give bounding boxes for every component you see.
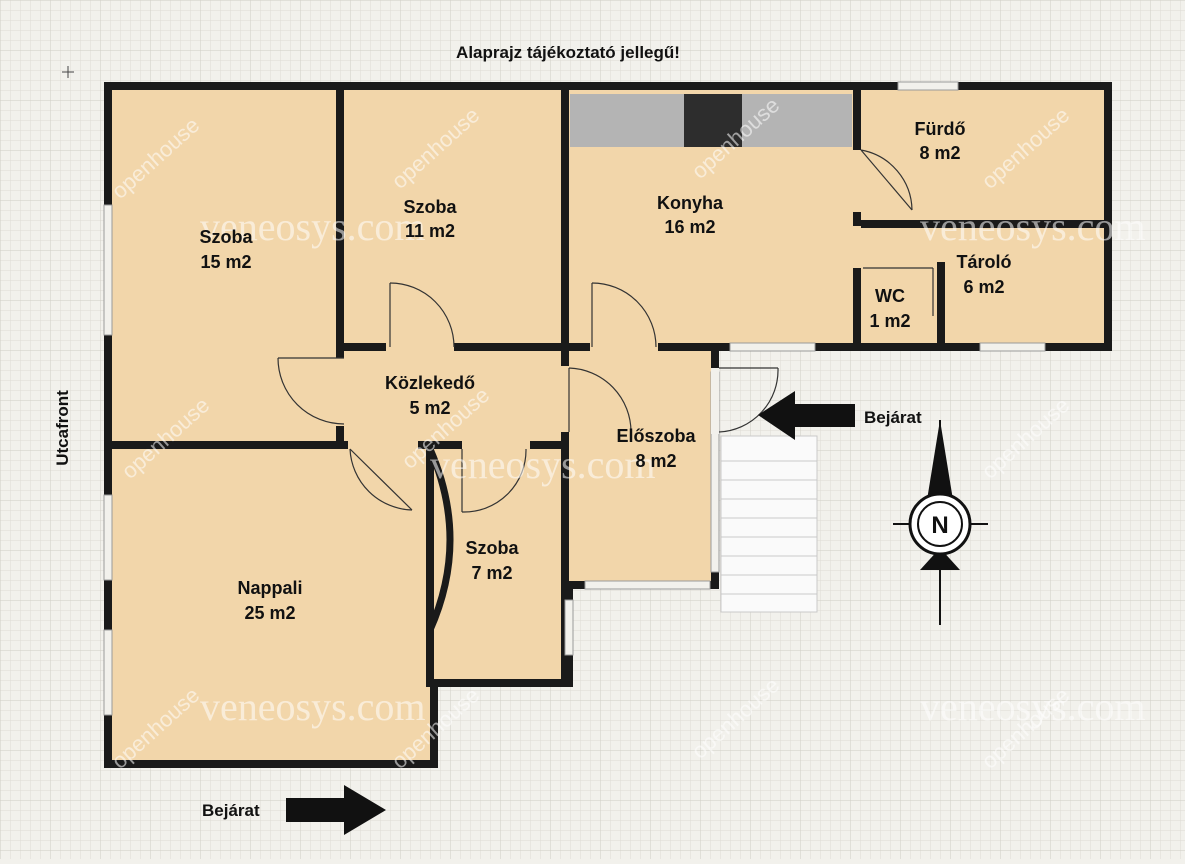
room-name-wc: WC — [875, 286, 905, 306]
watermark-brand-2: veneosys.com — [920, 204, 1146, 249]
floor-szoba-15 — [112, 90, 340, 445]
compass-north-letter: N — [931, 512, 948, 539]
front-entrance-label: Bejárat — [202, 801, 260, 820]
room-area-wc: 1 m2 — [869, 311, 910, 331]
room-name-tarolo: Tároló — [956, 252, 1011, 272]
room-labels: Szoba 15 m2 Szoba 11 m2 Konyha 16 m2 Für… — [199, 119, 1011, 623]
arrow-left-icon — [758, 391, 855, 440]
floor-nappali — [112, 445, 430, 760]
room-name-kozlekedo: Közlekedő — [385, 373, 475, 393]
room-name-nappali: Nappali — [237, 578, 302, 598]
room-name-szoba-7: Szoba — [465, 538, 519, 558]
plan-disclaimer: Alaprajz tájékoztató jellegű! — [456, 43, 680, 62]
room-area-furdo: 8 m2 — [919, 143, 960, 163]
room-area-szoba-15: 15 m2 — [200, 252, 251, 272]
floor-kozlekedo — [340, 347, 565, 445]
room-area-kozlekedo: 5 m2 — [409, 398, 450, 418]
side-entrance-label: Bejárat — [864, 408, 922, 427]
door-swings — [277, 149, 934, 513]
kitchen-stove — [684, 94, 742, 147]
crosshair-mark — [62, 66, 74, 78]
watermark-brand-4: veneosys.com — [200, 684, 426, 729]
room-name-konyha: Konyha — [657, 193, 724, 213]
floor-szoba-7 — [430, 445, 565, 683]
room-name-furdo: Fürdő — [915, 119, 966, 139]
room-area-konyha: 16 m2 — [664, 217, 715, 237]
floor-tarolo — [941, 224, 1105, 347]
street-front-label: Utcafront — [53, 390, 72, 466]
compass: N — [893, 420, 988, 625]
watermark-brand-3: veneosys.com — [430, 442, 656, 487]
arrow-right-icon — [286, 785, 386, 835]
room-name-szoba-11: Szoba — [403, 197, 457, 217]
wall-openings — [103, 81, 1046, 716]
room-area-nappali: 25 m2 — [244, 603, 295, 623]
room-area-tarolo: 6 m2 — [963, 277, 1004, 297]
room-name-eloszoba: Előszoba — [616, 426, 696, 446]
floor-eloszoba — [565, 347, 715, 585]
compass-needle-north-icon — [927, 420, 953, 500]
floor-szoba-11 — [340, 90, 565, 347]
room-area-szoba-11: 11 m2 — [405, 221, 455, 241]
side-entrance: Bejárat — [758, 391, 922, 440]
watermark-brand-1: veneosys.com — [200, 204, 426, 249]
room-name-szoba-15: Szoba — [199, 227, 253, 247]
curved-wall — [426, 447, 454, 632]
watermark-brand-5: veneosys.com — [920, 684, 1146, 729]
floor-furdo — [855, 90, 1105, 224]
floor-wc — [855, 224, 941, 347]
room-area-szoba-7: 7 m2 — [471, 563, 512, 583]
front-entrance: Bejárat — [202, 785, 386, 835]
entrance-stairs — [720, 435, 818, 613]
room-area-eloszoba: 8 m2 — [635, 451, 676, 471]
